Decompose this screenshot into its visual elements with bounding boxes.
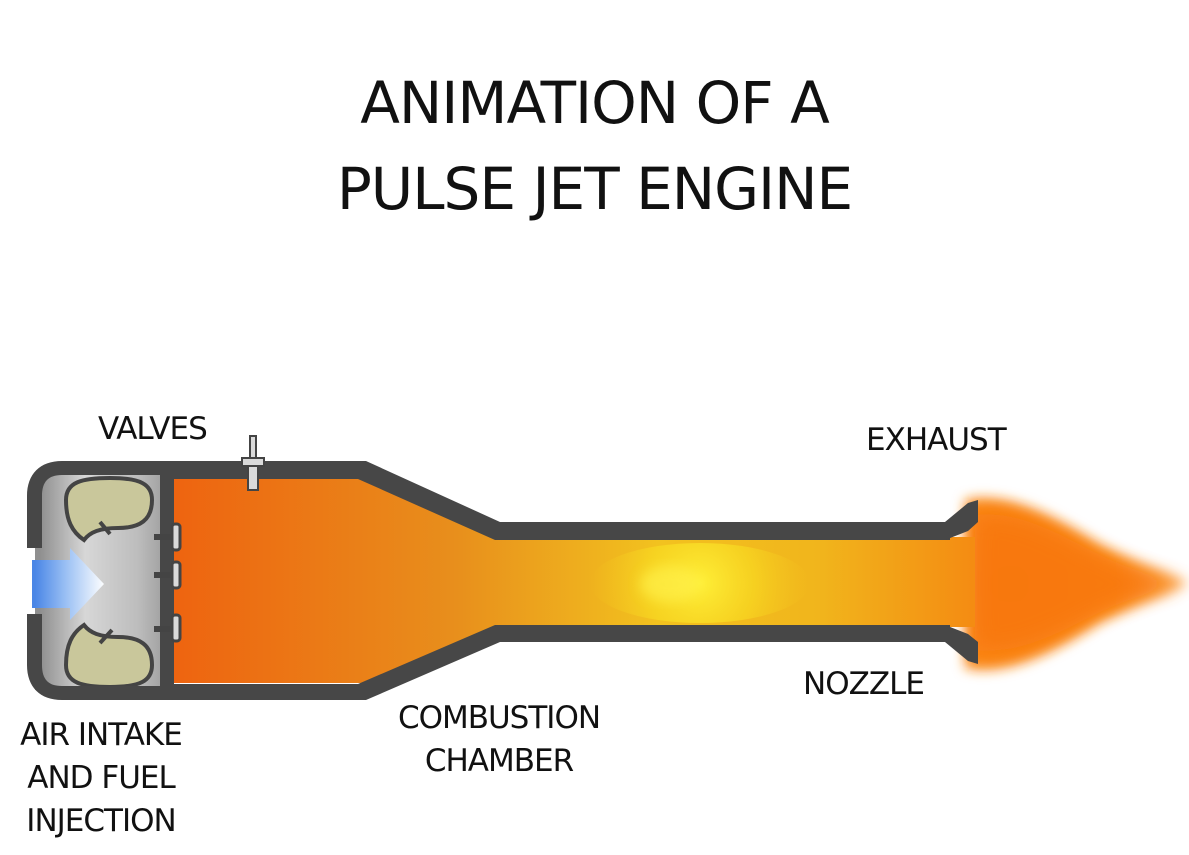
air-flow-arrow-icon [32, 548, 104, 620]
label-intake-line-1: AIR INTAKE [20, 717, 183, 753]
title-line-1: ANIMATION OF A [360, 69, 830, 137]
label-valves: VALVES [98, 411, 208, 447]
label-exhaust: EXHAUST [866, 422, 1007, 458]
valve-1 [154, 522, 182, 552]
label-combustion-chamber: COMBUSTION CHAMBER [388, 697, 610, 783]
reed-valves [154, 522, 182, 643]
fuel-injector-top [63, 475, 155, 543]
diagram-title: ANIMATION OF A PULSE JET ENGINE [0, 60, 1189, 232]
label-combustion-line-2: CHAMBER [424, 743, 574, 779]
label-intake-line-3: INJECTION [26, 803, 176, 839]
label-air-intake: AIR INTAKE AND FUEL INJECTION [8, 714, 194, 843]
label-intake-line-2: AND FUEL [27, 760, 176, 796]
valve-2 [154, 560, 182, 590]
label-nozzle: NOZZLE [803, 666, 925, 702]
valve-3 [154, 613, 182, 643]
label-combustion-line-1: COMBUSTION [397, 700, 601, 736]
exhaust-flame [965, 498, 1188, 670]
title-line-2: PULSE JET ENGINE [336, 155, 853, 223]
spark-plug [241, 435, 265, 491]
combustion-gas [172, 478, 975, 683]
